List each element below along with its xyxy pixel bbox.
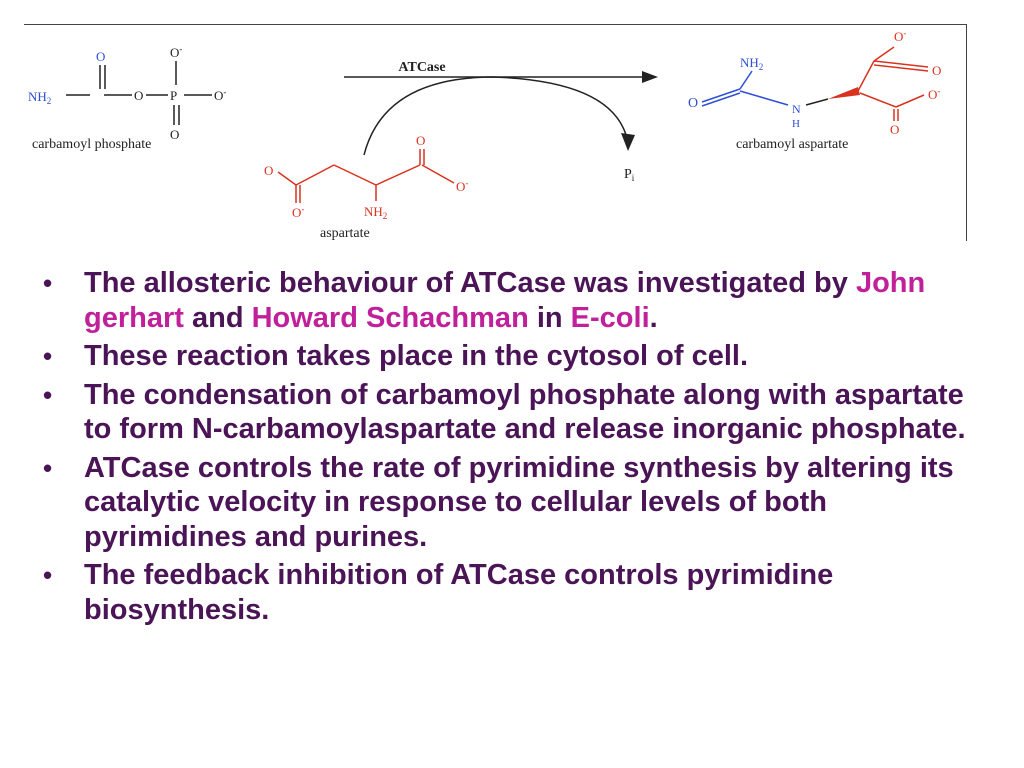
cp-right-oxygen: O- <box>214 87 226 103</box>
bullet-text: ATCase controls the rate of pyrimidine s… <box>84 451 954 553</box>
ca-hydrogen: H <box>792 118 800 130</box>
bullet-marker: • <box>43 560 53 590</box>
asp-left-oxygen: O <box>264 163 273 178</box>
ca-top-right-oxygen: O <box>932 63 941 78</box>
cp-phosphorus: P <box>170 88 177 103</box>
bullet-item: • These reaction takes place in the cyto… <box>40 339 990 374</box>
ca-nitrogen: N <box>792 102 801 116</box>
bullet-marker: • <box>43 452 53 483</box>
bullet-text: These reaction takes place in the cytoso… <box>84 340 749 372</box>
reaction-arrow: ATCase Pi <box>344 60 658 183</box>
enzyme-label: ATCase <box>398 60 445 75</box>
bullet-marker: • <box>43 379 53 410</box>
asp-amine: NH2 <box>364 204 387 221</box>
carbamoyl-aspartate-structure: O NH2 N H O- O O- O carbamoyl aspartate <box>688 28 941 152</box>
bullet-text: The allosteric behaviour of ATCase was i… <box>84 267 926 334</box>
bullet-marker: • <box>43 341 53 371</box>
highlight-name: Howard Schachman <box>251 301 529 334</box>
cp-bottom-oxygen: O <box>170 127 179 142</box>
carbamoyl-aspartate-label: carbamoyl aspartate <box>736 137 848 152</box>
asp-top-oxygen: O <box>416 133 425 148</box>
aspartate-label: aspartate <box>320 226 370 241</box>
bullet-text: The feedback inhibition of ATCase contro… <box>84 559 834 626</box>
asp-bottom-oxygen: O- <box>292 204 304 220</box>
ca-amine: NH2 <box>740 55 763 72</box>
bullet-text: The condensation of carbamoyl phosphate … <box>84 378 966 446</box>
bullet-item: • ATCase controls the rate of pyrimidine… <box>40 451 990 555</box>
carbamoyl-phosphate-label: carbamoyl phosphate <box>32 137 151 152</box>
ca-oxygen: O <box>688 96 698 111</box>
bullet-item: • The allosteric behaviour of ATCase was… <box>40 266 990 335</box>
aspartate-structure: O O- NH2 O O- aspartate <box>264 133 468 241</box>
bullet-item: • The condensation of carbamoyl phosphat… <box>40 378 990 447</box>
ca-right-oxygen: O- <box>928 86 940 102</box>
reaction-diagram: NH2 O O P O- O O- carbamoyl phosphate AT… <box>24 24 967 241</box>
carbamoyl-phosphate-structure: NH2 O O P O- O O- carbamoyl phosphate <box>28 44 226 152</box>
bullet-marker: • <box>43 268 53 298</box>
ca-top-oxygen: O- <box>894 28 906 44</box>
highlight-name: John gerhart <box>84 267 926 334</box>
bullet-list: • The allosteric behaviour of ATCase was… <box>40 266 990 631</box>
inorganic-phosphate-label: Pi <box>624 167 635 183</box>
cp-top-oxygen: O- <box>170 44 182 60</box>
ca-bottom-oxygen: O <box>890 122 899 137</box>
asp-right-oxygen: O- <box>456 178 468 194</box>
cp-carbonyl-oxygen: O <box>96 49 105 64</box>
cp-ester-oxygen: O <box>134 88 143 103</box>
cp-amine: NH2 <box>28 89 51 106</box>
highlight-organism: E-coli <box>570 301 650 334</box>
bullet-item: • The feedback inhibition of ATCase cont… <box>40 558 990 627</box>
reaction-scheme: NH2 O O P O- O O- carbamoyl phosphate AT… <box>28 28 941 241</box>
